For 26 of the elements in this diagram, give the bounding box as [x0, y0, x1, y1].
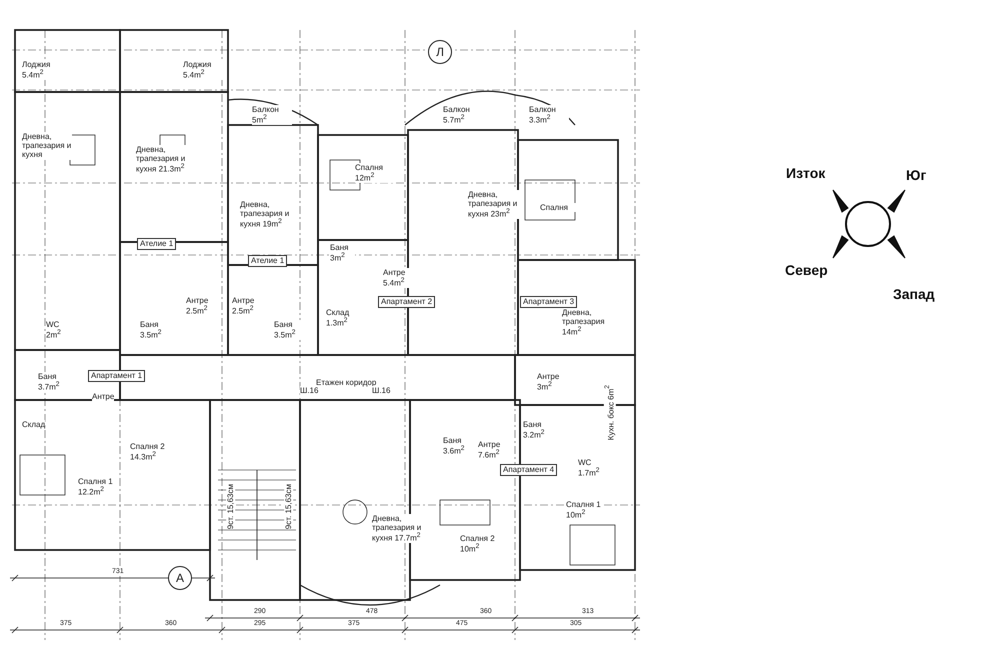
- apartment-tag: Ателие 1: [137, 238, 176, 250]
- direction-label: Изток: [786, 165, 826, 182]
- shaft-label: Ш.16: [372, 386, 390, 396]
- direction-label: Юг: [906, 167, 926, 184]
- direction-label: Север: [785, 262, 828, 278]
- room-label: Антре: [92, 392, 114, 402]
- axis-marker: Л: [428, 40, 452, 64]
- axis-marker: А: [168, 566, 192, 590]
- apartment-tag: Ателие 1: [248, 255, 288, 268]
- room-label: Спалня 12m$^{2}$: [355, 163, 395, 184]
- apartment-tag: Апартамент 4: [500, 464, 558, 476]
- room-label: Балкон 3.3m$^{2}$: [529, 105, 569, 126]
- room-label: Склад: [22, 420, 46, 430]
- room-label: Спалня 1 10m$^{2}$: [566, 500, 602, 520]
- apartment-tag: Апартамент 3: [520, 296, 578, 308]
- room-label: Баня 3m$^{2}$: [330, 243, 355, 264]
- stair-note: 9ст. 15,63см: [226, 484, 236, 530]
- shaft-label: Ш.16: [300, 386, 318, 396]
- apartment-tag: Апартамент 1: [88, 370, 146, 382]
- room-label: Етажен коридор: [316, 378, 376, 388]
- room-label: Дневна, трапезария и кухня: [22, 132, 72, 160]
- room-label: Лоджия 5.4m$^{2}$: [183, 60, 223, 80]
- apartment-tag: Апартамент 2: [378, 296, 436, 308]
- stair-note: 9ст. 15,63см: [284, 484, 294, 530]
- direction-label: Запад: [893, 286, 935, 302]
- room-label: Балкон 5m$^{2}$: [252, 105, 292, 126]
